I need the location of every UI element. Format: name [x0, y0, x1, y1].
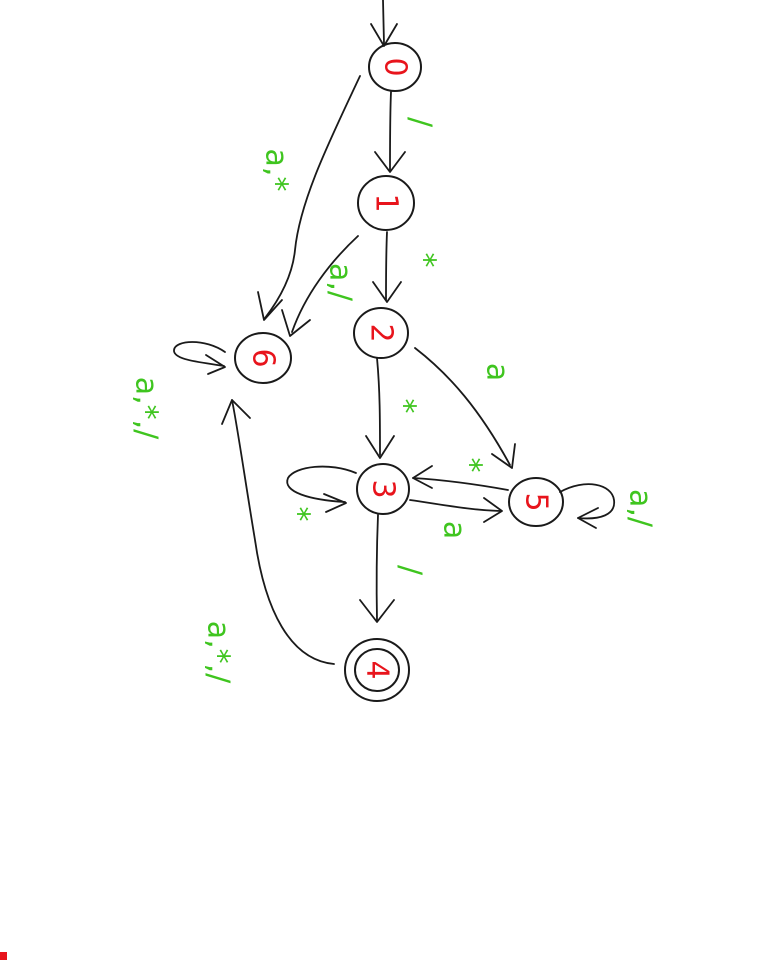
edge-label-2-5: a — [480, 363, 515, 381]
state-3-label: 3 — [366, 479, 401, 498]
edge-1-2: * — [372, 231, 442, 303]
edge-label-5-5: a,/ — [623, 489, 658, 528]
edge-4-6: a,*,/ — [201, 399, 335, 684]
edge-label-3-4: / — [393, 565, 428, 576]
state-4-label: 4 — [360, 660, 395, 679]
edge-label-1-2: * — [407, 253, 442, 268]
edge-label-4-6: a,*,/ — [201, 621, 236, 684]
state-0-label: 0 — [378, 57, 413, 76]
state-2: 2 — [353, 307, 409, 359]
corner-marker — [0, 952, 7, 960]
state-2-label: 2 — [364, 323, 399, 342]
edge-0-1: / — [374, 91, 438, 173]
edge-0-6: a,* — [257, 75, 361, 321]
edge-label-2-3: * — [387, 399, 422, 414]
state-5-label: 5 — [519, 492, 554, 511]
edge-3-4: / — [359, 514, 428, 623]
state-5: 5 — [508, 477, 564, 527]
state-4: 4 — [344, 638, 410, 702]
edge-label-0-1: / — [403, 117, 438, 128]
edge-label-0-6: a,* — [259, 149, 294, 192]
edge-2-3: * — [365, 357, 422, 459]
edge-label-1-6: a,/ — [323, 263, 358, 302]
state-1: 1 — [357, 175, 415, 231]
edge-3-5: a — [409, 497, 503, 539]
self-loop-6: a,*,/ — [129, 341, 226, 440]
edge-1-6: a,/ — [281, 235, 359, 337]
self-loop-5: a,/ — [559, 483, 658, 529]
edge-label-6-6: a,*,/ — [129, 377, 164, 440]
state-3: 3 — [356, 463, 410, 515]
edge-label-3-3: * — [281, 507, 316, 522]
edge-2-5: a — [414, 347, 516, 469]
state-1-label: 1 — [369, 193, 404, 212]
state-6: 6 — [234, 332, 292, 384]
state-0: 0 — [368, 42, 422, 92]
edge-5-3: * — [412, 458, 509, 491]
state-6-label: 6 — [246, 348, 281, 367]
edge-label-5-3: * — [453, 458, 488, 473]
initial-arrow — [370, 0, 398, 47]
edge-label-3-5: a — [437, 521, 472, 539]
self-loop-3: * — [281, 465, 357, 522]
